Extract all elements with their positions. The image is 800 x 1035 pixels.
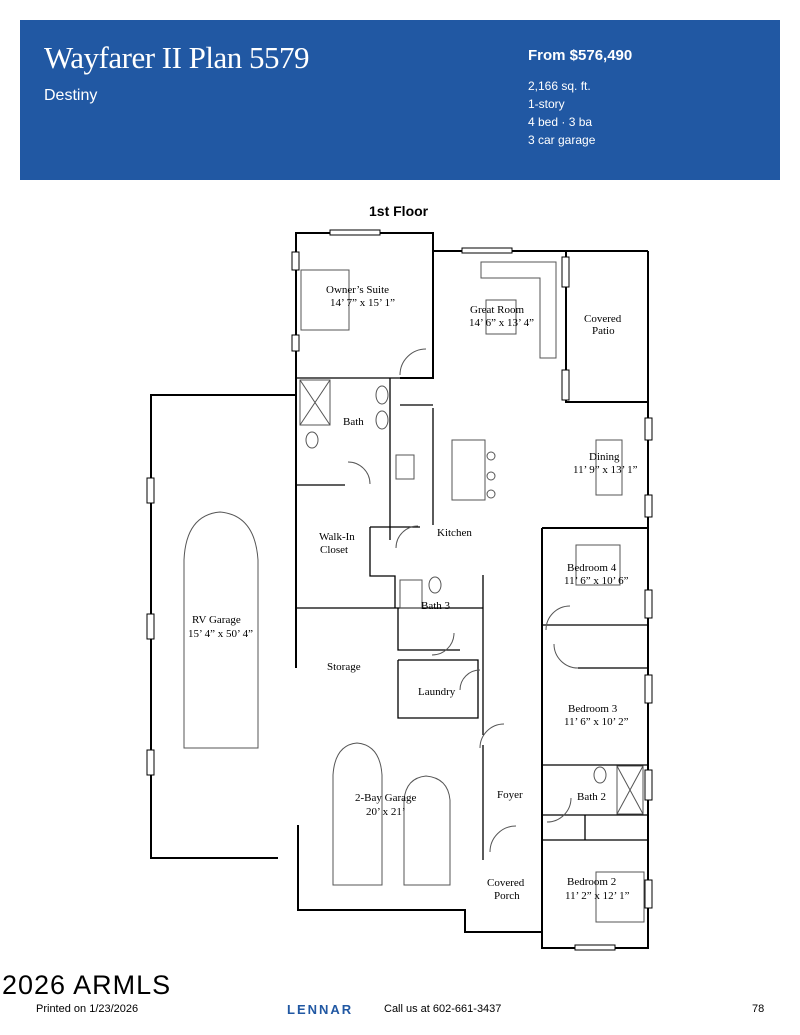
room-bedroom2: Bedroom 2: [567, 876, 617, 888]
spec-sqft: 2,166 sq. ft.: [528, 79, 591, 93]
room-bath3: Bath 3: [421, 600, 451, 612]
room-bedroom3: Bedroom 3: [568, 703, 618, 715]
room-storage: Storage: [327, 661, 361, 673]
community-name: Destiny: [44, 87, 98, 104]
room-bedroom4: Bedroom 4: [567, 562, 617, 574]
lennar-logo: LENNAR: [287, 1002, 354, 1017]
room-rv-garage-dims: 15’ 4” x 50’ 4”: [188, 628, 253, 640]
plan-title: Wayfarer II Plan 5579: [44, 40, 310, 75]
room-covered-porch-2: Porch: [494, 890, 520, 902]
room-bedroom4-dims: 11’ 6” x 10’ 6”: [564, 575, 629, 587]
spec-stories: 1-story: [528, 97, 565, 111]
room-dining-dims: 11’ 9” x 13’ 1”: [573, 464, 638, 476]
room-covered-patio-2: Patio: [592, 325, 615, 337]
room-2-bay-garage: 2-Bay Garage: [355, 792, 417, 804]
room-covered-patio: Covered: [584, 313, 622, 325]
room-walk-in-closet: Walk-In: [319, 531, 355, 543]
interior-walls: [296, 377, 648, 932]
room-bedroom3-dims: 11’ 6” x 10’ 2”: [564, 716, 629, 728]
room-bath: Bath: [343, 416, 364, 428]
price: From $576,490: [528, 47, 633, 64]
room-2-bay-garage-dims: 20’ x 21’: [366, 806, 406, 818]
room-laundry: Laundry: [418, 686, 456, 698]
fixtures: [183, 261, 645, 923]
page-number: 78: [752, 1003, 765, 1015]
room-covered-porch: Covered: [487, 877, 525, 889]
room-great-room-dims: 14’ 6” x 13’ 4”: [469, 317, 534, 329]
windows: [146, 229, 653, 951]
room-owners-suite-dims: 14’ 7” x 15’ 1”: [330, 297, 395, 309]
room-bedroom2-dims: 11’ 2” x 12’ 1”: [565, 890, 630, 902]
header-banner: Wayfarer II Plan 5579 Destiny From $576,…: [20, 20, 780, 180]
room-rv-garage: RV Garage: [192, 614, 241, 626]
copyright-watermark: 2026 ARMLS: [2, 970, 172, 1000]
room-walk-in-closet-2: Closet: [320, 544, 349, 556]
room-dining: Dining: [589, 451, 620, 463]
room-kitchen: Kitchen: [437, 527, 472, 539]
floor-label: 1st Floor: [369, 203, 429, 219]
room-owners-suite: Owner’s Suite: [326, 284, 390, 296]
spec-garage: 3 car garage: [528, 133, 596, 147]
printed-date: Printed on 1/23/2026: [36, 1003, 139, 1015]
room-great-room: Great Room: [470, 304, 525, 316]
contact-phone: Call us at 602-661-3437: [384, 1003, 502, 1015]
room-foyer: Foyer: [497, 789, 523, 801]
spec-beds-baths: 4 bed · 3 ba: [528, 115, 593, 129]
room-bath2: Bath 2: [577, 791, 607, 803]
